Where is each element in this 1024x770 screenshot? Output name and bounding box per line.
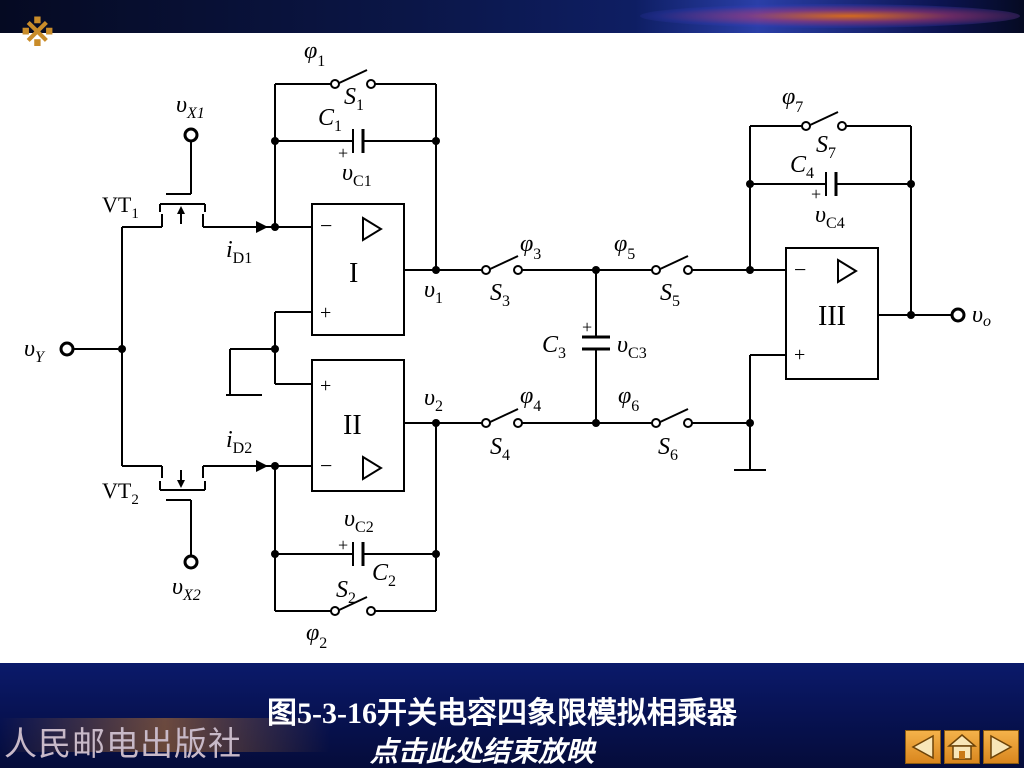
end-show-link[interactable]: 点击此处结束放映 <box>369 737 594 768</box>
label-phi4: φ4 <box>520 383 541 415</box>
label-c4: C4 <box>790 152 814 182</box>
c3-polarity: + <box>582 317 592 337</box>
label-vc4: υC4 <box>815 202 845 232</box>
home-icon <box>946 734 978 760</box>
capacitor-plates <box>361 129 838 566</box>
label-vx1: υX1 <box>176 92 205 122</box>
switch-blades <box>336 69 839 612</box>
opamp-3 <box>785 247 879 380</box>
opamp-2 <box>311 359 405 492</box>
opamp-boxes <box>311 203 879 492</box>
label-s4: S4 <box>490 434 510 464</box>
opamp-2-plus: + <box>320 375 331 397</box>
label-s1: S1 <box>344 84 364 114</box>
c1-polarity: + <box>338 143 348 163</box>
label-c2: C2 <box>372 560 396 590</box>
circuit-diagram: I II III − + + − − + υX1 υX2 υY υo VT1 V… <box>24 38 991 652</box>
opamp-1-plus: + <box>320 302 331 324</box>
label-vc1: υC1 <box>342 160 372 190</box>
label-phi3: φ3 <box>520 231 541 263</box>
opamp-1-label: I <box>349 258 358 289</box>
label-s2: S2 <box>336 577 356 607</box>
label-phi7: φ7 <box>782 84 803 116</box>
label-vy: υY <box>24 336 46 366</box>
label-vo: υo <box>972 302 991 330</box>
publisher-band <box>0 718 330 752</box>
opamp-3-plus: + <box>794 344 805 366</box>
label-vt2: VT2 <box>102 478 139 508</box>
label-s6: S6 <box>658 434 678 464</box>
terminals <box>59 127 966 570</box>
triangle-left-icon <box>911 734 934 760</box>
switch-contacts <box>330 79 847 616</box>
home-button[interactable] <box>944 730 980 764</box>
label-id2: iD2 <box>226 427 252 457</box>
arrows <box>177 206 268 488</box>
title-bar <box>0 0 1024 33</box>
publisher-logo: 人民邮电出版社 <box>4 727 242 763</box>
label-phi6: φ6 <box>618 383 639 415</box>
opamp-2-minus: − <box>320 453 332 478</box>
label-c1: C1 <box>318 105 342 135</box>
opamp-triangles <box>362 216 858 481</box>
label-v2: υ2 <box>424 385 443 415</box>
opamp-2-label: II <box>343 410 362 441</box>
label-id1: iD1 <box>226 237 252 267</box>
opamp-3-label: III <box>818 301 846 332</box>
junctions <box>118 137 915 558</box>
label-vt1: VT1 <box>102 192 139 222</box>
label-vc3: υC3 <box>617 332 647 362</box>
label-s3: S3 <box>490 280 510 310</box>
label-phi1: φ1 <box>304 38 325 70</box>
label-s5: S5 <box>660 280 680 310</box>
label-vc2: υC2 <box>344 506 374 536</box>
c2-polarity: + <box>338 535 348 555</box>
next-slide-button[interactable] <box>983 730 1019 764</box>
prev-slide-button[interactable] <box>905 730 941 764</box>
label-phi2: φ2 <box>306 620 327 652</box>
triangle-right-icon <box>990 734 1013 760</box>
opamp-1 <box>311 203 405 336</box>
label-c3: C3 <box>542 332 566 362</box>
opamp-3-minus: − <box>794 257 806 282</box>
label-phi5: φ5 <box>614 231 635 263</box>
figure-caption: 图5-3-16开关电容四象限模拟相乘器 <box>267 697 737 730</box>
label-s7: S7 <box>816 132 836 162</box>
label-vx2: υX2 <box>172 574 201 604</box>
wires <box>74 83 952 612</box>
c4-polarity: + <box>811 184 821 204</box>
label-v1: υ1 <box>424 277 443 307</box>
logo-mark-icon: ※ <box>20 14 55 55</box>
opamp-1-minus: − <box>320 213 332 238</box>
title-bar-glow <box>640 4 1020 28</box>
